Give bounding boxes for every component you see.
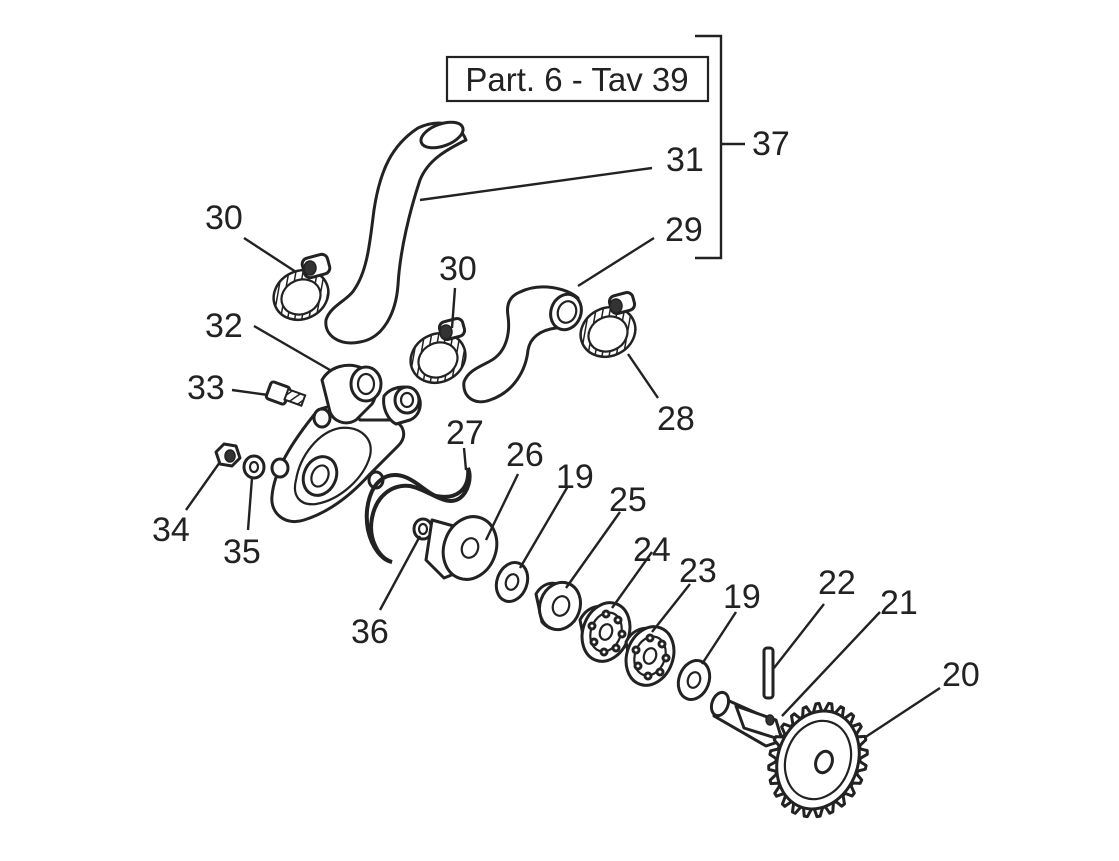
callout-22: 22 xyxy=(818,564,856,602)
hose-29 xyxy=(462,285,583,404)
callout-23: 23 xyxy=(679,552,717,590)
callout-27: 27 xyxy=(446,414,484,452)
reference-label: Part. 6 - Tav 39 xyxy=(465,61,688,98)
washer-19-upper xyxy=(494,561,530,603)
callout-37: 37 xyxy=(752,125,790,163)
hose-clamp-28 xyxy=(579,291,637,359)
callout-24: 24 xyxy=(633,531,671,569)
callout-30-middle: 30 xyxy=(439,250,477,288)
bracket-37 xyxy=(695,34,745,260)
callout-28: 28 xyxy=(657,400,695,438)
callout-36: 36 xyxy=(351,613,389,651)
callout-21: 21 xyxy=(880,584,918,622)
callout-34: 34 xyxy=(152,511,190,549)
callout-33: 33 xyxy=(187,369,225,407)
callout-26: 26 xyxy=(506,436,544,474)
callout-29: 29 xyxy=(665,211,703,249)
callout-30-left: 30 xyxy=(205,199,243,237)
callout-numbers: 37 31 29 30 30 32 33 28 27 26 19 25 24 2… xyxy=(152,125,980,694)
callout-19-lower: 19 xyxy=(723,578,761,616)
hose-31 xyxy=(324,120,468,345)
callout-32: 32 xyxy=(205,307,243,345)
callout-31: 31 xyxy=(666,141,704,179)
seal-25 xyxy=(534,580,583,632)
washer-35 xyxy=(242,454,266,480)
bearing-24 xyxy=(578,601,632,663)
hose-clamp-30-left xyxy=(272,252,332,322)
callout-35: 35 xyxy=(223,533,261,571)
gear-20 xyxy=(767,701,869,819)
washer-19-lower xyxy=(676,659,712,701)
o-ring-27 xyxy=(364,467,472,564)
bearing-23 xyxy=(624,625,676,687)
screw-33 xyxy=(264,380,307,407)
hose-clamp-30-middle xyxy=(409,317,467,385)
pump-cover-32 xyxy=(270,363,422,523)
impeller-26 xyxy=(424,515,499,581)
pin-22 xyxy=(762,646,775,700)
leader-lines xyxy=(185,166,941,740)
callout-25: 25 xyxy=(609,481,647,519)
callout-20: 20 xyxy=(942,656,980,694)
reference-box: Part. 6 - Tav 39 xyxy=(445,55,710,103)
callout-19-upper: 19 xyxy=(556,458,594,496)
